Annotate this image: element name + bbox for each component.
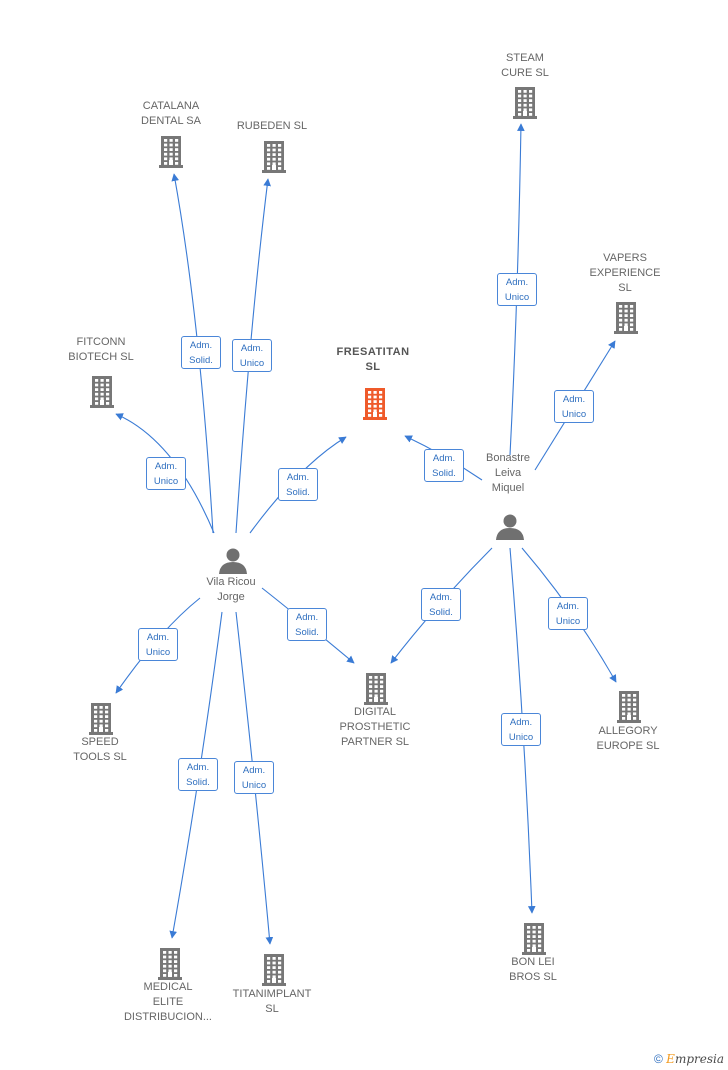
empresia-watermark: © Empresia (654, 1052, 724, 1066)
node-label-steam_cure[interactable]: STEAM CURE SL (501, 52, 549, 79)
speed_tools-building-icon[interactable] (89, 703, 113, 735)
bonastre-person-icon[interactable] (496, 514, 524, 541)
edge-label-vila_ricou-to-fitconn_biotech[interactable]: Adm. Unico (146, 457, 186, 490)
edge-vila_ricou-to-fitconn_biotech (115, 413, 215, 534)
node-label-vila_ricou[interactable]: Vila Ricou Jorge (206, 576, 256, 603)
node-label-fresatitan[interactable]: FRESATITAN SL (336, 346, 410, 373)
copyright-symbol: © (653, 1052, 663, 1066)
node-label-fitconn_biotech[interactable]: FITCONN BIOTECH SL (68, 336, 134, 363)
titanimplant-building-icon[interactable] (262, 954, 286, 986)
edge-label-bonastre-to-bon_lei_bros[interactable]: Adm. Unico (501, 713, 541, 746)
medical_elite-building-icon[interactable] (158, 948, 182, 980)
digital_prosthetic-building-icon[interactable] (364, 673, 388, 705)
edge-label-vila_ricou-to-titanimplant[interactable]: Adm. Unico (234, 761, 274, 794)
edge-label-vila_ricou-to-speed_tools[interactable]: Adm. Unico (138, 628, 178, 661)
rubeden-building-icon[interactable] (262, 141, 286, 173)
node-label-allegory_europe[interactable]: ALLEGORY EUROPE SL (596, 725, 660, 752)
node-label-bonastre[interactable]: Bonastre Leiva Miquel (485, 452, 531, 494)
edge-label-vila_ricou-to-catalana_dental[interactable]: Adm. Solid. (181, 336, 221, 369)
brand-name: mpresia (674, 1052, 724, 1066)
edge-label-bonastre-to-steam_cure[interactable]: Adm. Unico (497, 273, 537, 306)
vapers_experience-building-icon[interactable] (614, 302, 638, 334)
node-label-titanimplant[interactable]: TITANIMPLANT SL (232, 988, 312, 1015)
node-label-speed_tools[interactable]: SPEED TOOLS SL (73, 736, 127, 763)
vila_ricou-person-icon[interactable] (219, 548, 247, 575)
fitconn_biotech-building-icon[interactable] (90, 376, 114, 408)
edge-label-bonastre-to-vapers_experience[interactable]: Adm. Unico (554, 390, 594, 423)
node-label-medical_elite[interactable]: MEDICAL ELITE DISTRIBUCION... (123, 981, 212, 1023)
edge-label-vila_ricou-to-fresatitan[interactable]: Adm. Solid. (278, 468, 318, 501)
catalana_dental-building-icon[interactable] (159, 136, 183, 168)
node-label-vapers_experience[interactable]: VAPERS EXPERIENCE SL (589, 252, 661, 294)
edge-label-vila_ricou-to-digital_prosthetic[interactable]: Adm. Solid. (287, 608, 327, 641)
brand-initial: E (666, 1052, 675, 1066)
steam_cure-building-icon[interactable] (513, 87, 537, 119)
bon_lei_bros-building-icon[interactable] (522, 923, 546, 955)
node-label-catalana_dental[interactable]: CATALANA DENTAL SA (141, 100, 201, 127)
edge-label-vila_ricou-to-medical_elite[interactable]: Adm. Solid. (178, 758, 218, 791)
allegory_europe-building-icon[interactable] (617, 691, 641, 723)
edge-label-vila_ricou-to-rubeden[interactable]: Adm. Unico (232, 339, 272, 372)
node-label-bon_lei_bros[interactable]: BON LEI BROS SL (509, 956, 557, 983)
edge-label-bonastre-to-digital_prosthetic[interactable]: Adm. Solid. (421, 588, 461, 621)
node-label-digital_prosthetic[interactable]: DIGITAL PROSTHETIC PARTNER SL (339, 706, 411, 748)
node-label-rubeden[interactable]: RUBEDEN SL (236, 120, 308, 132)
edge-vila_ricou-to-catalana_dental (171, 173, 214, 534)
edge-label-bonastre-to-fresatitan[interactable]: Adm. Solid. (424, 449, 464, 482)
edge-label-bonastre-to-allegory_europe[interactable]: Adm. Unico (548, 597, 588, 630)
fresatitan-building-icon[interactable] (363, 388, 387, 420)
